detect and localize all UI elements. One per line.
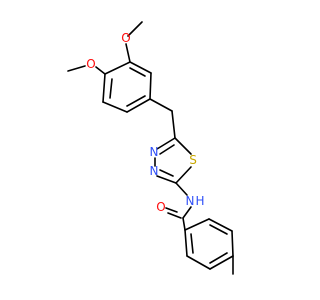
bond-thiadiazole-c5-n4 (156, 137, 176, 150)
bond-ring2-f (184, 229, 188, 257)
bond-carbonyl-double-a (165, 207, 178, 213)
atom-n-ring-upper: N (150, 145, 159, 159)
bond-o-top-ring (125, 43, 131, 63)
bond-o-left-ring (95, 66, 106, 75)
bond-ring2-inner-a (209, 224, 228, 235)
atom-o-methoxy-top: O (121, 31, 130, 45)
bond-c2-nh (175, 182, 188, 196)
bond-ring2-a (184, 218, 210, 231)
atom-o-methoxy-left: O (86, 57, 95, 71)
bond-ring-ch2 (149, 98, 173, 112)
bond-ring2-b (208, 218, 233, 232)
bond-ring1-f (129, 61, 152, 74)
atom-n-amide: N (186, 194, 195, 208)
bond-ring1-c (102, 101, 128, 113)
bond-ring1-inner-a (109, 78, 113, 99)
bond-ring1-inner-b (126, 95, 146, 107)
bond-ring1-a (104, 61, 131, 75)
molecule-structure: O O N N S N H O (67, 21, 234, 275)
bond-ch2-thiadiazole (171, 110, 176, 139)
bond-thiadiazole-c2-s (175, 166, 192, 184)
bond-ring1-d (126, 98, 151, 113)
bond-ring2-d (209, 255, 234, 270)
bond-carbonyl-double-b (167, 212, 182, 219)
atom-n-ring-lower: N (150, 164, 159, 178)
bond-thiadiazole-s-c5 (174, 137, 192, 155)
bond-methyl-o-top (127, 21, 143, 37)
bond-ring2-inner-c (190, 233, 194, 254)
bond-ring1-inner-c (129, 67, 146, 77)
atom-labels: O O N N S N H O (86, 31, 204, 214)
bond-ring2-inner-b (209, 252, 228, 264)
bond-thiadiazole-n3-c2-inner (159, 169, 174, 177)
atom-o-carbonyl: O (156, 200, 165, 214)
bond-ring1-e (149, 72, 152, 100)
atom-h-amide: H (195, 194, 204, 208)
atom-s-ring: S (189, 153, 197, 167)
bond-ring2-e (186, 255, 211, 270)
bond-carbonyl-ring (182, 217, 186, 231)
bond-ring2-c (231, 230, 234, 257)
bonds (67, 21, 234, 275)
bond-thiadiazole-n3-c2 (156, 175, 177, 184)
bond-ring1-b (102, 73, 106, 103)
bond-nh-carbonyl-c (182, 206, 192, 219)
bond-methyl-o-left (67, 65, 86, 72)
bond-thiadiazole-c5-n4-inner (159, 144, 175, 155)
